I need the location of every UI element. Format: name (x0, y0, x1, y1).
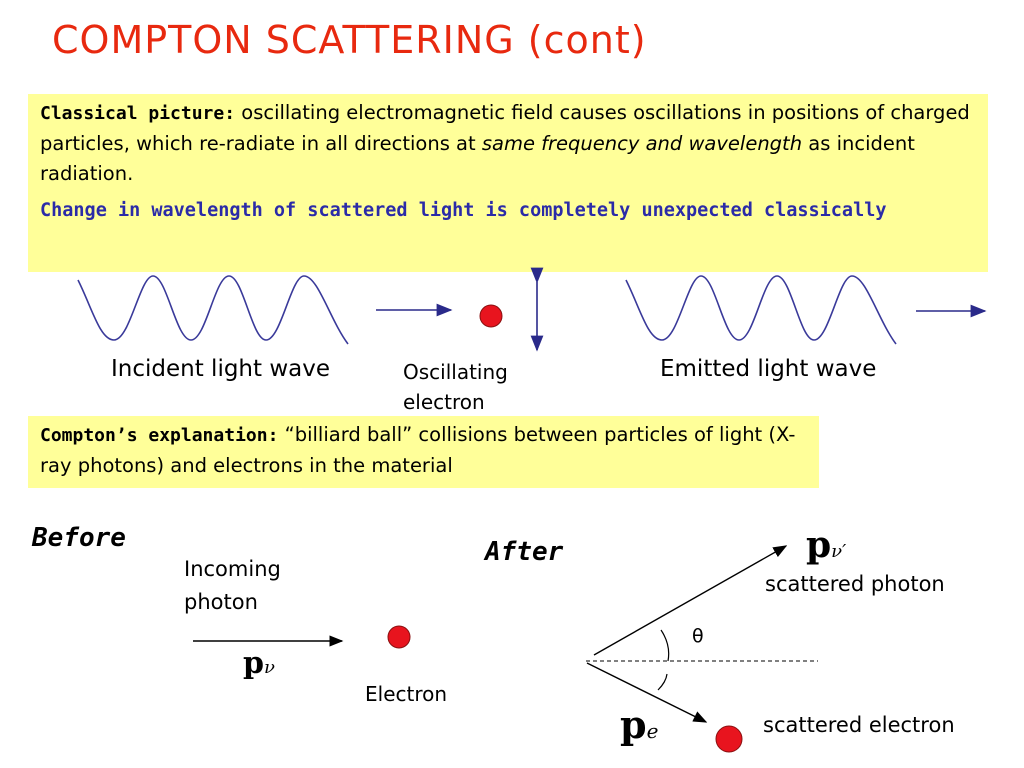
incoming-photon-label-2: photon (184, 590, 258, 614)
electron-label: Electron (365, 682, 448, 706)
classical-picture-box: Classical picture: oscillating electroma… (28, 94, 988, 272)
scattered-photon-arrow (593, 545, 788, 656)
scattered-electron (715, 725, 743, 753)
theta-label: θ (692, 625, 704, 647)
before-heading: Before (32, 523, 126, 553)
p-nu-main: p (243, 646, 264, 681)
compton-label: Compton’s explanation: (40, 425, 279, 446)
p-nu-prime-sub: ν′ (831, 541, 847, 562)
p-e-sub: e (646, 719, 659, 743)
theta-arc (660, 629, 670, 662)
electron-angle-arc (657, 673, 668, 691)
p-nu-symbol: pν (243, 646, 275, 681)
incoming-photon-label-1: Incoming (184, 557, 281, 581)
p-e-main: p (620, 702, 647, 747)
compton-paragraph: Compton’s explanation: “billiard ball” c… (40, 420, 807, 481)
classical-text-2: as incident radiation. (40, 132, 915, 185)
p-nu-prime-symbol: pν′ (806, 524, 846, 566)
oscillating-electron (479, 304, 503, 328)
oscillating-label-line2: electron (403, 390, 485, 414)
classical-italic: same frequency and wavelength (481, 132, 803, 155)
classical-paragraph: Classical picture: oscillating electroma… (40, 98, 976, 189)
incident-wave (77, 275, 349, 345)
classical-highlight: Change in wavelength of scattered light … (40, 200, 887, 221)
incident-wave-label: Incident light wave (111, 356, 331, 382)
after-heading: After (485, 537, 564, 567)
electron-before (387, 625, 411, 649)
p-nu-sub: ν (263, 657, 275, 678)
scattered-electron-label: scattered electron (763, 713, 955, 737)
compton-text: “billiard ball” collisions between parti… (40, 423, 796, 477)
oscillating-label-line1: Oscillating (403, 360, 508, 384)
scattered-electron-arrow (586, 662, 708, 723)
compton-explanation-box: Compton’s explanation: “billiard ball” c… (28, 416, 819, 488)
classical-text-1: oscillating electromagnetic field causes… (40, 101, 970, 155)
emitted-wave-label: Emitted light wave (660, 356, 877, 382)
p-nu-prime-main: p (806, 524, 832, 566)
classical-label: Classical picture: (40, 103, 236, 124)
scattered-photon-label: scattered photon (765, 572, 945, 596)
page-title: COMPTON SCATTERING (cont) (52, 18, 647, 62)
emitted-wave (625, 275, 897, 345)
p-e-symbol: pe (620, 702, 658, 747)
